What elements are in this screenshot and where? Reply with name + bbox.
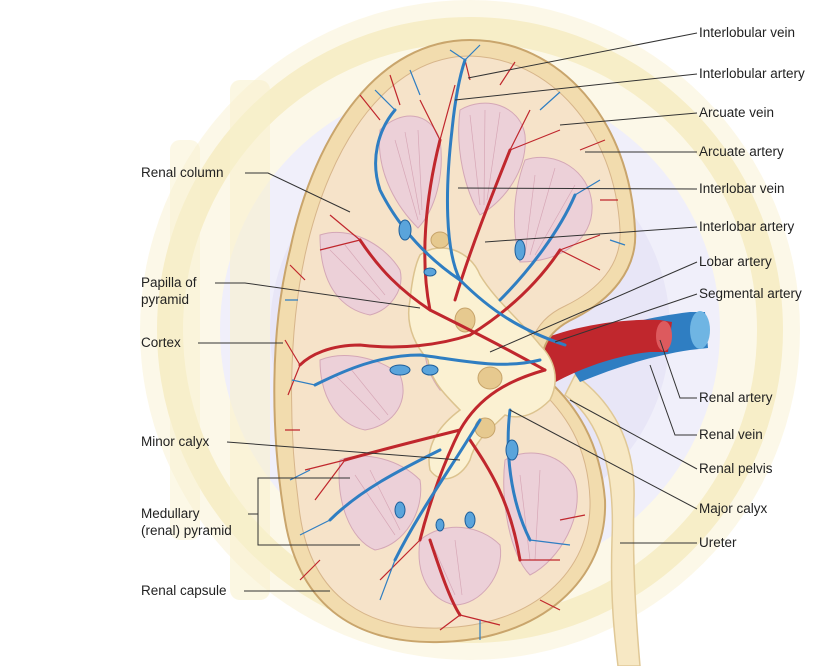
label-segmental-artery: Segmental artery bbox=[699, 286, 802, 302]
label-interlobular-vein: Interlobular vein bbox=[699, 25, 795, 41]
label-arcuate-vein: Arcuate vein bbox=[699, 105, 774, 121]
label-arcuate-artery: Arcuate artery bbox=[699, 144, 784, 160]
label-interlobar-vein: Interlobar vein bbox=[699, 181, 785, 197]
label-minor-calyx: Minor calyx bbox=[141, 434, 209, 450]
label-ureter: Ureter bbox=[699, 535, 737, 551]
label-interlobar-artery: Interlobar artery bbox=[699, 219, 794, 235]
label-renal-column: Renal column bbox=[141, 165, 224, 181]
label-renal-pelvis: Renal pelvis bbox=[699, 461, 773, 477]
label-papilla-of-pyramid-line2: pyramid bbox=[141, 292, 189, 308]
label-medullary-pyramid-line1: Medullary bbox=[141, 506, 200, 522]
label-renal-artery: Renal artery bbox=[699, 390, 773, 406]
label-renal-capsule: Renal capsule bbox=[141, 583, 227, 599]
label-cortex: Cortex bbox=[141, 335, 181, 351]
label-interlobular-artery: Interlobular artery bbox=[699, 66, 805, 82]
label-major-calyx: Major calyx bbox=[699, 501, 767, 517]
label-lobar-artery: Lobar artery bbox=[699, 254, 772, 270]
label-papilla-of-pyramid-line1: Papilla of bbox=[141, 275, 197, 291]
label-renal-vein: Renal vein bbox=[699, 427, 763, 443]
label-medullary-pyramid-line2: (renal) pyramid bbox=[141, 523, 232, 539]
